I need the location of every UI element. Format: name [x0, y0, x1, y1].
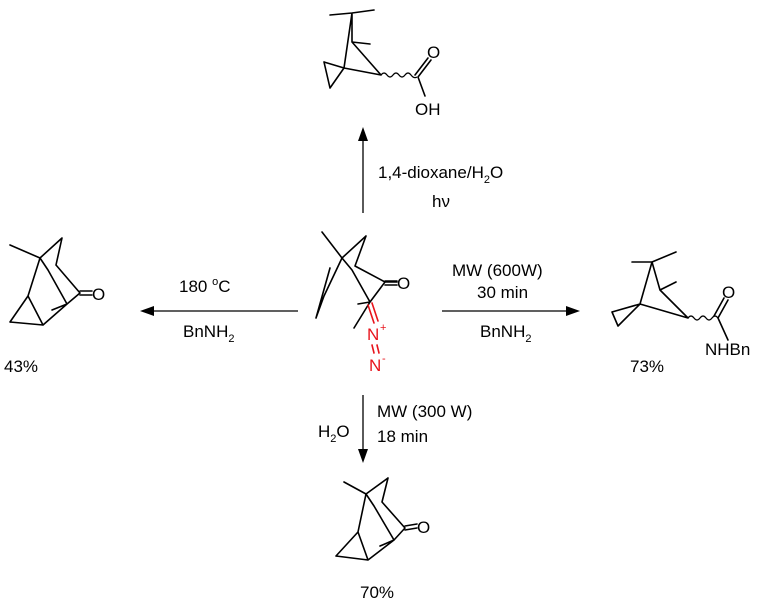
center-n-n-bond [371, 344, 380, 354]
arrow-down-time: 18 min [377, 427, 428, 446]
bottom-c-o-double [404, 523, 418, 531]
arrow-down-power: MW (300 W) [377, 402, 472, 421]
bottom-atom-o: O [417, 518, 430, 537]
arrow-up-light: hν [432, 192, 450, 211]
right-product-amide: O NHBn 73% [611, 251, 750, 376]
top-skeleton [323, 9, 382, 89]
left-yield: 43% [4, 357, 38, 376]
left-c-o-double [79, 290, 93, 296]
arrow-left-reagent: BnNH2 [183, 322, 234, 345]
arrow-up-solvent: 1,4-dioxane/H2O [378, 163, 503, 186]
center-atom-n2: N [369, 356, 381, 375]
arrow-right-time: 30 min [477, 283, 528, 302]
top-carboxyl [414, 57, 432, 97]
arrow-right-power: MW (600W) [452, 261, 543, 280]
top-product-acid: O OH [323, 9, 441, 119]
bottom-yield: 70% [360, 583, 394, 602]
arrow-up-head [358, 127, 368, 141]
center-c-o-double [384, 280, 398, 286]
center-atom-n1: N [367, 325, 379, 344]
arrow-left-head [140, 306, 154, 316]
center-atom-o: O [397, 274, 410, 293]
arrow-up: 1,4-dioxane/H2O hν [358, 127, 503, 213]
top-atom-o: O [427, 43, 440, 62]
arrow-down: H2O MW (300 W) 18 min [318, 395, 472, 463]
right-skeleton [611, 251, 689, 327]
right-amide [713, 297, 729, 341]
arrow-right: MW (600W) 30 min BnNH2 [442, 261, 580, 345]
arrow-down-head [358, 449, 368, 463]
bottom-skeleton [335, 477, 406, 561]
left-skeleton [9, 237, 81, 326]
left-product-ketone: O 43% [4, 237, 105, 376]
center-c-n-double [367, 302, 379, 324]
center-n2-charge: - [382, 353, 386, 365]
top-atom-oh: OH [415, 100, 441, 119]
arrow-left-temperature: 180 oC [179, 276, 231, 296]
center-diazoketone: O N + N - [315, 231, 410, 375]
bottom-product-ketone: O 70% [335, 477, 430, 602]
center-skeleton [315, 231, 398, 329]
left-atom-o: O [92, 285, 105, 304]
top-wavy-bond [380, 72, 418, 79]
right-atom-nhbn: NHBn [705, 340, 750, 359]
center-n1-charge: + [380, 322, 386, 334]
arrow-left: 180 oC BnNH2 [140, 276, 298, 345]
right-wavy-bond [687, 315, 719, 321]
arrow-down-water: H2O [318, 422, 350, 445]
right-yield: 73% [630, 357, 664, 376]
arrow-right-reagent: BnNH2 [480, 322, 531, 345]
right-atom-o: O [722, 283, 735, 302]
arrow-right-head [566, 306, 580, 316]
